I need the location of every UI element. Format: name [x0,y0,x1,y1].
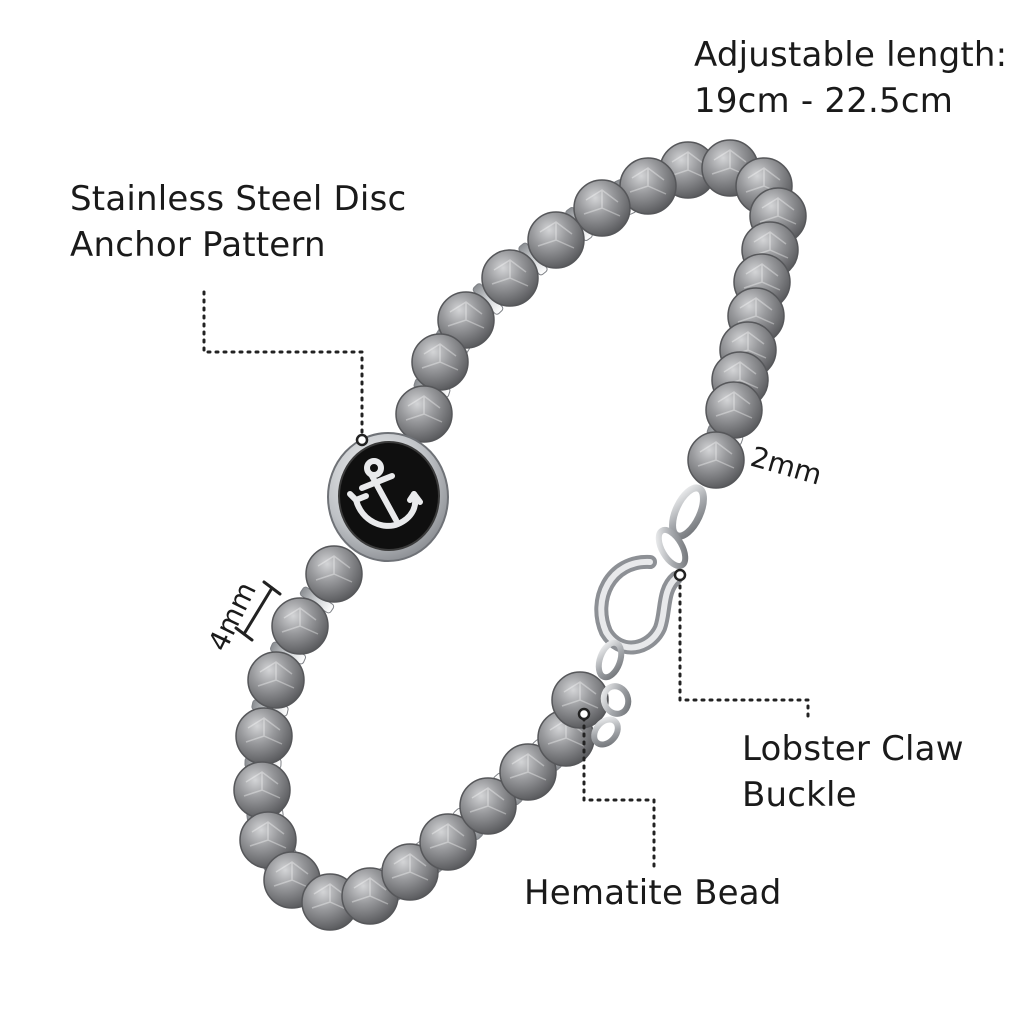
leader-line-hematite [582,716,656,868]
hematite-bead [687,431,745,489]
bead-facet [447,301,485,329]
bead-facet [249,821,287,849]
bead-facet [273,861,311,889]
bead-facet [281,607,319,635]
lobster-claw-label: Lobster Claw Buckle [742,726,964,818]
adjustable-length-title: Adjustable length: [694,35,1008,75]
hematite-bead [419,813,477,871]
bead-facet [715,391,753,419]
disc-label-line1: Stainless Steel Disc [70,179,407,219]
bead-facet [537,221,575,249]
adjustable-length-range: 19cm - 22.5cm [694,81,954,121]
hematite-bead [499,743,557,801]
bead-facet [429,823,467,851]
bead-facet [697,441,735,469]
bead-facet [391,853,429,881]
bead-facet [245,717,283,745]
hematite-bead [481,249,539,307]
anchor-icon [347,458,423,529]
bead-facet [583,189,621,217]
bead-size-marker [234,580,282,642]
bead-facet [243,771,281,799]
hematite-bead [271,597,329,655]
leader-lines [202,290,810,868]
lobster-label-line2: Buckle [742,775,857,815]
leader-line-disc [202,290,364,438]
bead-facet [491,259,529,287]
hematite-bead [437,291,495,349]
bead-facet [669,151,707,179]
hematite-bead [305,545,363,603]
bead-facet [509,753,547,781]
hematite-bead [395,385,453,443]
bead-facet [737,297,775,325]
bead-facet [629,167,667,195]
disc-label: Stainless Steel Disc Anchor Pattern [70,176,406,268]
bead-facet [257,661,295,689]
hematite-bead [247,651,305,709]
bead-facet [311,883,349,911]
hematite-bead [551,671,609,729]
adjustable-length-label: Adjustable length: 19cm - 22.5cm [694,32,1007,124]
hematite-bead [527,211,585,269]
hematite-beads [233,139,807,931]
bead-facet [759,197,797,225]
bead-facet [469,787,507,815]
hematite-bead-label: Hematite Bead [524,870,782,916]
lobster-claw-buckle [591,484,707,748]
leader-dot-lobster [673,568,687,582]
hematite-bead [459,777,517,835]
bead-facet [743,263,781,291]
lobster-label-line1: Lobster Claw [742,729,964,769]
leader-line-lobster [678,576,810,722]
disc-label-line2: Anchor Pattern [70,225,326,265]
anchor-disc [327,432,449,562]
hematite-bead [411,333,469,391]
hematite-bead [573,179,631,237]
leader-dot-hematite [577,707,591,721]
leader-dot-disc [355,433,369,447]
bead-facet [315,555,353,583]
bead-facet [421,343,459,371]
hematite-label-line1: Hematite Bead [524,873,782,913]
hematite-bead [381,843,439,901]
bead-facet [561,681,599,709]
bead-facet [351,877,389,905]
bead-facet [405,395,443,423]
